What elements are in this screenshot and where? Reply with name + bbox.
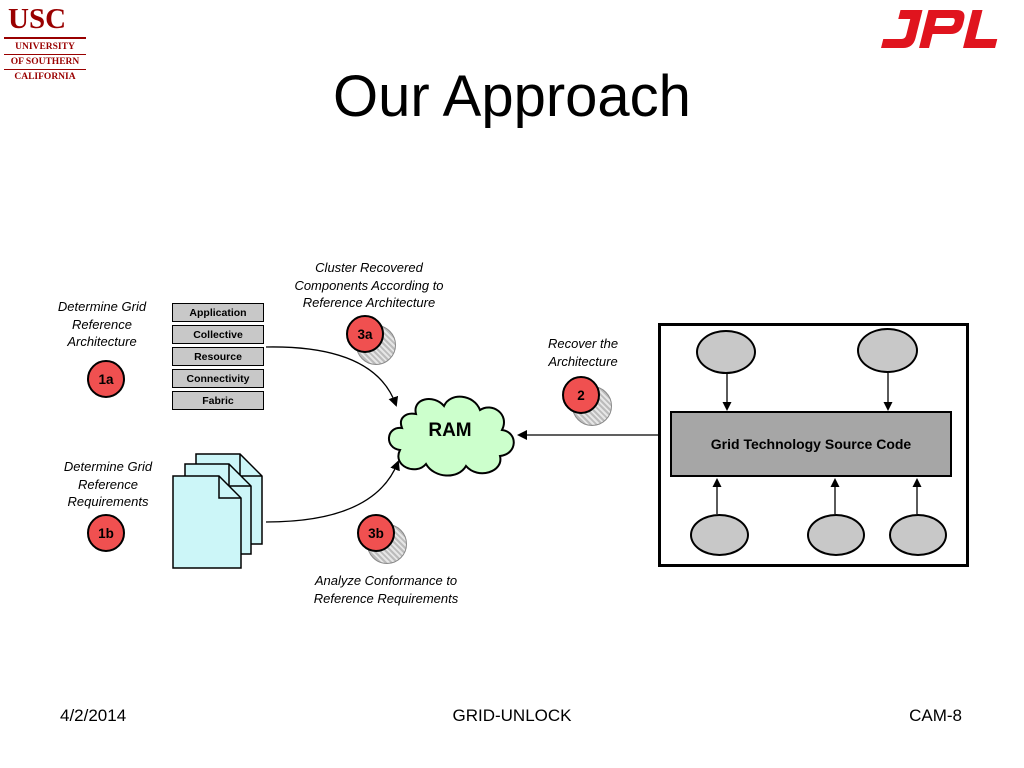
- usc-logo-line2: OF SOUTHERN: [10, 57, 80, 67]
- usc-logo-rule: [4, 37, 86, 39]
- layer-collective: Collective: [172, 325, 264, 344]
- layer-application: Application: [172, 303, 264, 322]
- caption-1a: Determine Grid Reference Architecture: [57, 299, 147, 349]
- layer-connectivity: Connectivity: [172, 369, 264, 388]
- layer-fabric: Fabric: [172, 391, 264, 410]
- ram-label: RAM: [428, 420, 472, 441]
- badge-3b-label: 3b: [357, 514, 395, 552]
- component-node-bottom-left: [690, 514, 749, 556]
- usc-logo-rule2: [4, 54, 86, 55]
- badge-1a-label: 1a: [87, 360, 125, 398]
- footer-page-number: CAM-8: [909, 706, 962, 725]
- requirements-documents-icon: [172, 453, 263, 569]
- ram-cloud-icon: [388, 395, 515, 477]
- badge-1b: 1b: [87, 514, 127, 554]
- component-node-bottom-middle: [807, 514, 865, 556]
- page-title: Our Approach: [333, 64, 691, 129]
- component-node-top-left: [696, 330, 756, 374]
- arrow-docs-to-ram: [265, 460, 400, 523]
- layer-resource: Resource: [172, 347, 264, 366]
- usc-logo-line1: UNIVERSITY: [15, 42, 75, 52]
- usc-logo-text: USC: [8, 3, 67, 35]
- badge-3a-label: 3a: [346, 315, 384, 353]
- caption-3a: Cluster Recovered Components According t…: [294, 260, 444, 310]
- jpl-logo: [881, 10, 998, 48]
- badge-3b: 3b: [357, 514, 407, 564]
- caption-3b: Analyze Conformance to Reference Require…: [313, 573, 459, 606]
- source-code-box: Grid Technology Source Code: [670, 411, 952, 477]
- badge-1b-label: 1b: [87, 514, 125, 552]
- component-node-bottom-right: [889, 514, 947, 556]
- usc-logo-rule3: [4, 69, 86, 70]
- caption-2: Recover the Architecture: [547, 336, 619, 369]
- usc-logo-line3: CALIFORNIA: [14, 72, 76, 82]
- badge-1a: 1a: [87, 360, 127, 400]
- badge-3a: 3a: [346, 315, 396, 365]
- arrow-layers-to-ram: [265, 346, 399, 407]
- component-node-top-right: [857, 328, 918, 373]
- footer-date: 4/2/2014: [60, 706, 127, 725]
- badge-2-label: 2: [562, 376, 600, 414]
- footer-title: GRID-UNLOCK: [452, 706, 572, 725]
- badge-2: 2: [562, 376, 612, 426]
- caption-1b: Determine Grid Reference Requirements: [63, 459, 153, 509]
- usc-logo: USC UNIVERSITY OF SOUTHERN CALIFORNIA: [4, 2, 86, 84]
